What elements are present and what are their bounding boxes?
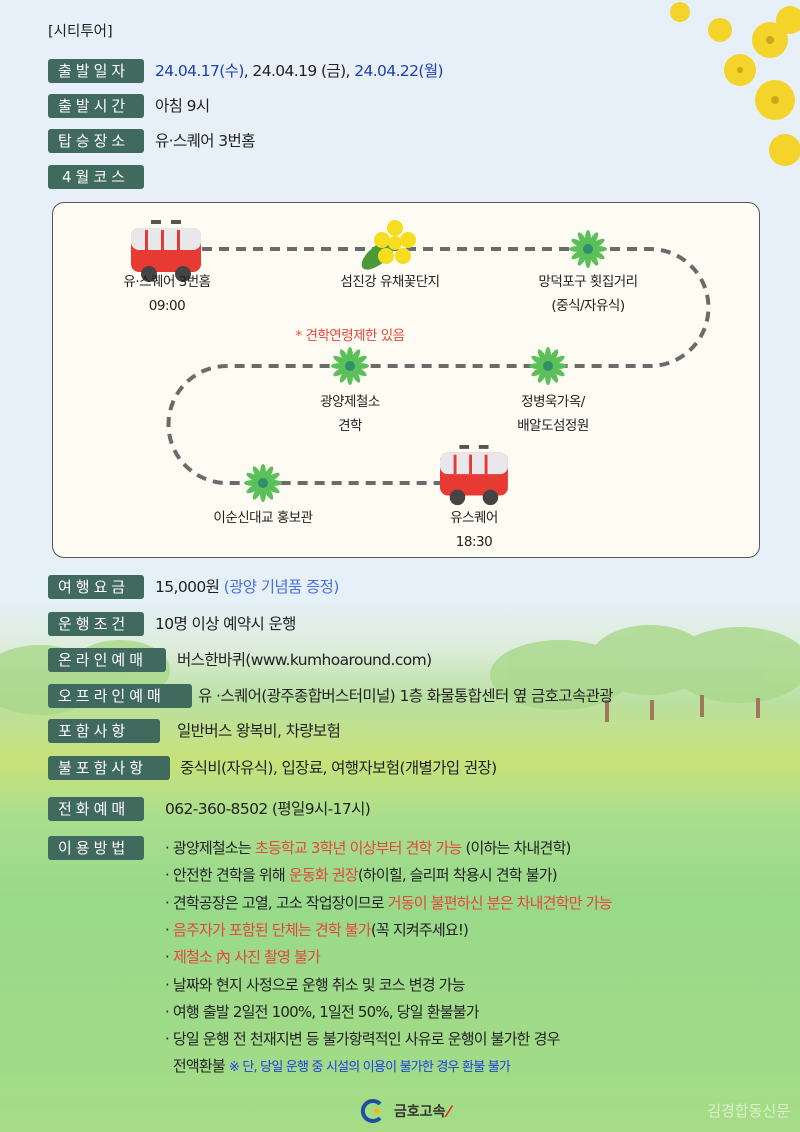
departure-dates: 24.04.17(수), 24.04.19 (금), 24.04.22(월) — [155, 59, 444, 83]
green-flower-icon — [331, 347, 369, 385]
yellow-flower-branch-decoration — [670, 2, 800, 166]
usage-item: · 광양제철소는 초등학교 3학년 이상부터 견학 가능 (이하는 차내견학) — [165, 839, 571, 857]
course-label: 4월코스 — [48, 165, 144, 189]
usage-item: · 음주자가 포함된 단체는 견학 불가(꼭 지켜주세요!) — [165, 920, 469, 939]
usage-label: 이용방법 — [48, 836, 144, 860]
green-flower-icon — [529, 347, 567, 385]
green-flower-icon — [244, 464, 282, 502]
excluded-label: 불포함사항 — [48, 756, 170, 780]
offline-booking: 유 ·스퀘어(광주종합버스터미널) 1층 화물통합센터 옆 금호고속관광 — [198, 687, 614, 705]
departure-date-label: 출발일자 — [48, 59, 144, 83]
yellow-flower-icon — [361, 220, 416, 270]
stop-label: 망덕포구 횟집거리(중식/자유식) — [538, 274, 638, 314]
category-tag: [시티투어] — [48, 24, 113, 40]
usage-item: · 여행 출발 2일전 100%, 1일전 50%, 당일 환불불가 — [165, 1002, 480, 1021]
bus-icon — [131, 220, 201, 282]
route-path — [131, 220, 711, 506]
condition-label: 운행조건 — [48, 612, 144, 636]
green-flower-icon — [569, 230, 607, 268]
bus-icon — [440, 445, 508, 506]
watermark: 김경합동신문 — [707, 1102, 790, 1120]
online-booking-label: 온라인예매 — [48, 648, 166, 672]
kumho-logo: 금호고속 ⁄ — [360, 1098, 450, 1124]
date-1: 24.04.17(수) — [155, 62, 244, 80]
fare: 15,000원 (광양 기념품 증정) — [155, 578, 339, 596]
usage-item: · 제철소 內 사진 촬영 불가 — [165, 948, 321, 967]
phone: 062-360-8502 (평일9시-17시) — [165, 800, 371, 818]
stop-label: 정병욱가옥/배알도섬정원 — [517, 394, 589, 434]
logo-mark: ⁄ — [447, 1101, 451, 1121]
departure-time: 아침 9시 — [155, 97, 210, 115]
departure-time-label: 출발시간 — [48, 94, 144, 118]
usage-item: · 날짜와 현지 사정으로 운행 취소 및 코스 변경 가능 — [165, 975, 465, 994]
usage-item: · 견학공장은 고열, 고소 작업장이므로 거동이 불편하신 분은 차내견학만 … — [165, 893, 612, 912]
kumho-logo-icon — [360, 1099, 382, 1123]
age-restriction-note: * 견학연령제한 있음 — [295, 328, 405, 344]
usage-item: · 안전한 견학을 위해 운동화 권장(하이힐, 슬리퍼 착용시 견학 불가) — [165, 866, 558, 885]
fare-label: 여행요금 — [48, 575, 144, 599]
stop-label: 이순신대교 홍보관 — [213, 510, 313, 526]
phone-label: 전화예매 — [48, 797, 144, 821]
excluded: 중식비(자유식), 입장료, 여행자보험(개별가입 권장) — [180, 759, 497, 777]
tree-line-background — [0, 625, 800, 722]
date-2: , 24.04.19 (금), — [243, 62, 355, 80]
boarding-place: 유·스퀘어 3번홈 — [155, 132, 255, 150]
included: 일반버스 왕복비, 차량보험 — [177, 722, 341, 740]
included-label: 포함사항 — [48, 719, 160, 743]
usage-item: · 당일 운행 전 천재지변 등 불가항력적인 사유로 운행이 불가한 경우 — [165, 1030, 560, 1049]
online-booking[interactable]: 버스한바퀴(www.kumhoaround.com) — [177, 651, 432, 669]
usage-item: 전액환불 ※ 단, 당일 운행 중 시설의 이용이 불가한 경우 환불 불가 — [165, 1057, 511, 1076]
date-3: 24.04.22(월) — [354, 62, 443, 80]
stop-label: 섬진강 유채꽃단지 — [340, 274, 440, 290]
condition: 10명 이상 예약시 운행 — [155, 615, 296, 633]
green-flower-icon — [244, 230, 607, 502]
boarding-place-label: 탑승장소 — [48, 129, 144, 153]
offline-booking-label: 오프라인예매 — [48, 684, 192, 708]
